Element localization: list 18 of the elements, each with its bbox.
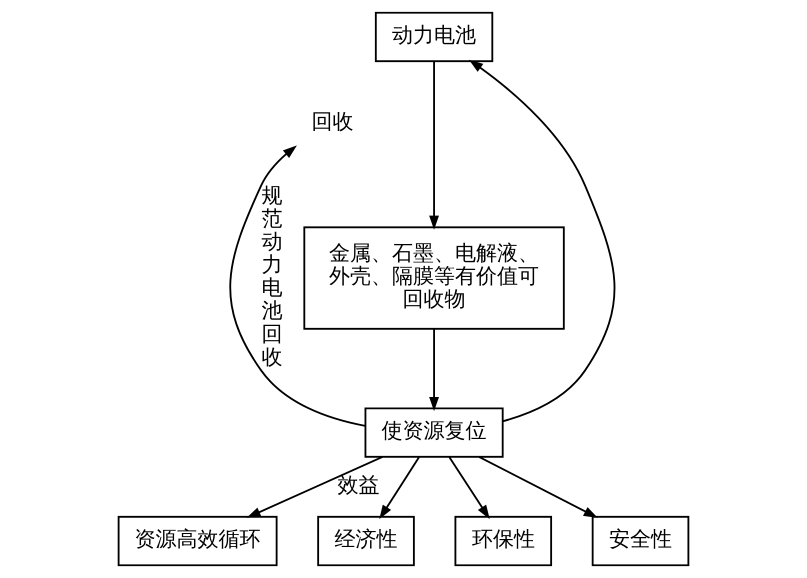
arrow (468, 60, 616, 422)
node-box: 动力电池 (374, 12, 494, 62)
node-box: 使资源复位 (364, 407, 504, 458)
arrow (230, 145, 366, 427)
node-box: 安全性 (592, 516, 690, 566)
edge-label: 效益 (338, 472, 380, 497)
arrow (379, 456, 420, 520)
arrow (478, 456, 598, 518)
arrow (429, 61, 439, 230)
arrow (429, 329, 439, 412)
node-box: 经济性 (317, 516, 415, 566)
node-box: 环保性 (454, 516, 552, 566)
edge-label: 规范动力电池回收 (262, 183, 283, 369)
arrow (246, 456, 383, 518)
node-box: 资源高效循环 (118, 516, 278, 566)
node-text: 回收 (312, 110, 354, 134)
node-box: 金属、石墨、电解液、外壳、隔膜等有价值可回收物 (303, 226, 565, 330)
arrow (448, 456, 490, 520)
